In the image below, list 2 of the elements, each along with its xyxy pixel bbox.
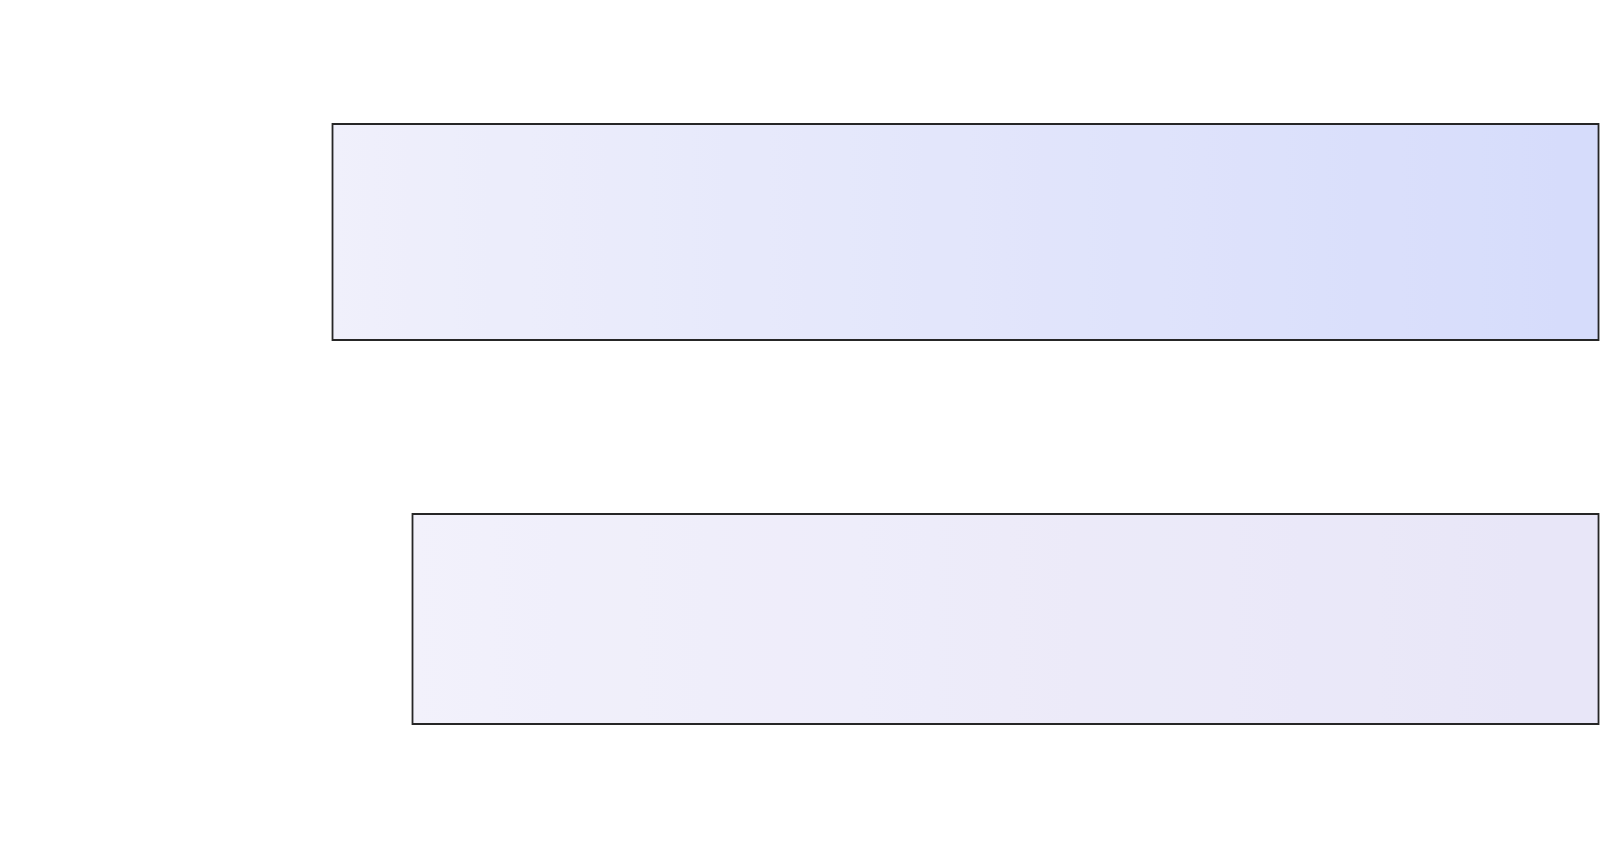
panel-box bbox=[331, 123, 1600, 341]
panel-box bbox=[411, 513, 1600, 725]
